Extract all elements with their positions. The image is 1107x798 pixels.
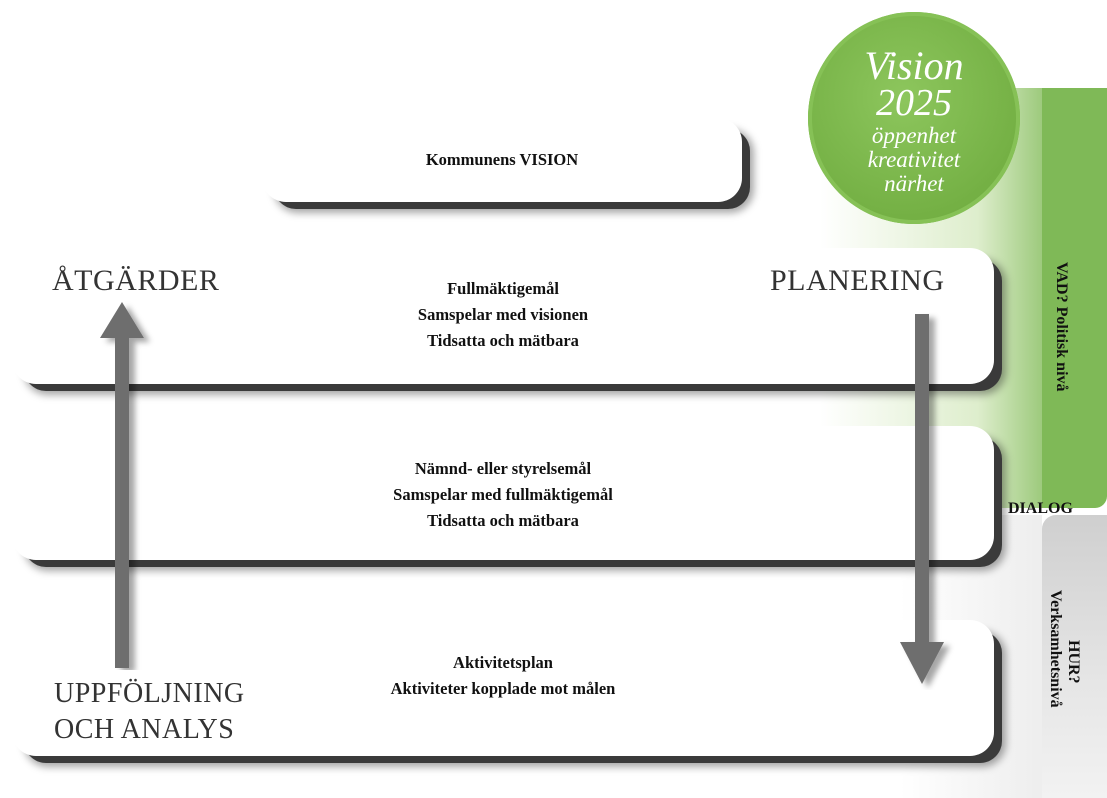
vision-2025-badge: Vision 2025 öppenhet kreativitet närhet: [808, 12, 1020, 224]
vision-panel-text: Kommunens VISION: [262, 147, 742, 173]
council-goals-panel: Fullmäktigemål Samspelar med visionen Ti…: [12, 248, 994, 384]
panel-line: Aktiviteter kopplade mot målen: [390, 679, 616, 698]
vision-word: öppenhet: [871, 123, 957, 148]
operational-level-band: [1042, 515, 1107, 798]
dialog-label: DIALOG: [1008, 500, 1073, 517]
planning-label: PLANERING: [770, 264, 945, 297]
down-arrow: [900, 314, 944, 684]
followup-label-line2: OCH ANALYS: [54, 714, 235, 745]
board-goals-panel: Nämnd- eller styrelsemål Samspelar med f…: [12, 426, 994, 560]
council-goals-text: Fullmäktigemål Samspelar med visionen Ti…: [12, 276, 994, 354]
activity-plan-panel: Aktivitetsplan Aktiviteter kopplade mot …: [12, 620, 994, 756]
how-label: HUR?: [1065, 640, 1082, 684]
panel-line: Fullmäktigemål: [447, 279, 559, 298]
vision-word: närhet: [884, 171, 944, 196]
up-arrow: [100, 302, 144, 668]
political-level-band: [1042, 88, 1107, 508]
vision-title: Vision: [864, 43, 964, 88]
operational-level-label: Verksamhetsnivå: [1047, 590, 1064, 708]
panel-line: Tidsatta och mätbara: [427, 331, 579, 350]
panel-line: Samspelar med visionen: [417, 305, 589, 324]
followup-label-line1: UPPFÖLJNING: [54, 678, 245, 709]
panel-line: Aktivitetsplan: [453, 653, 553, 672]
actions-label: ÅTGÄRDER: [52, 264, 220, 297]
panel-line: Nämnd- eller styrelsemål: [414, 459, 592, 478]
political-level-label: VAD? Politisk nivå: [1053, 262, 1070, 392]
panel-line: Tidsatta och mätbara: [427, 511, 579, 530]
panel-line: Samspelar med fullmäktigemål: [393, 485, 613, 504]
vision-word: kreativitet: [867, 147, 961, 172]
activity-plan-text: Aktivitetsplan Aktiviteter kopplade mot …: [12, 650, 994, 702]
panel-line: Kommunens VISION: [425, 150, 579, 169]
vision-panel: Kommunens VISION: [262, 118, 742, 202]
vision-year: 2025: [876, 82, 952, 124]
board-goals-text: Nämnd- eller styrelsemål Samspelar med f…: [12, 456, 994, 534]
